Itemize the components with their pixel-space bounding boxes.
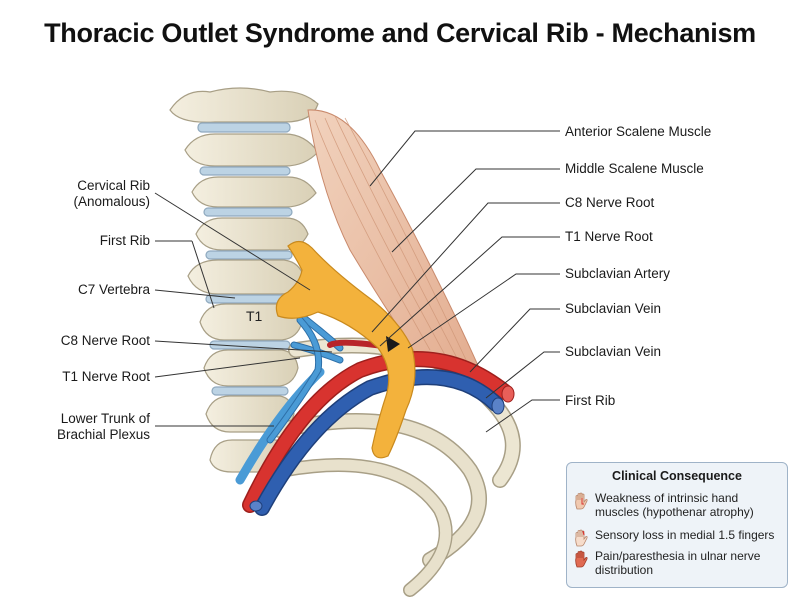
disc: [205, 250, 293, 260]
label-cervical-rib-line2: (Anomalous): [73, 194, 150, 209]
disc: [199, 166, 291, 176]
compression-arrow: [386, 336, 400, 352]
label-lower-trunk-line2: Brachial Plexus: [56, 427, 150, 442]
hand-icon: [575, 529, 588, 547]
consequence-text: Pain/paresthesia in ulnar nerve distribu…: [595, 549, 761, 577]
consequence-item: Weakness of intrinsic hand muscles (hypo…: [573, 491, 781, 519]
consequence-text: Weakness of intrinsic hand muscles (hypo…: [595, 491, 754, 519]
consequence-item: Pain/paresthesia in ulnar nerve distribu…: [573, 549, 781, 577]
vertebra: [203, 349, 299, 387]
label-first-rib-right: First Rib: [565, 393, 616, 408]
brachial-plexus: [266, 308, 385, 444]
label-subclavian-vein-1: Subclavian Vein: [565, 301, 662, 316]
label-subclavian-vein-2: Subclavian Vein: [565, 344, 662, 359]
c7-vertebra: [187, 259, 305, 295]
cervical-rib-shape: [275, 240, 416, 459]
vertebra-top: [169, 87, 319, 123]
vein-end: [491, 397, 505, 415]
label-c7-vertebra: C7 Vertebra: [77, 282, 150, 297]
label-anterior-scalene: Anterior Scalene Muscle: [565, 124, 712, 139]
clinical-consequence-box: Clinical Consequence Weakness of intrins…: [566, 462, 788, 588]
label-t1-nerve-root-left: T1 Nerve Root: [62, 369, 150, 384]
vertebra: [184, 133, 319, 167]
label-c8-nerve-root-left: C8 Nerve Root: [60, 333, 150, 348]
left-leader-lines: [154, 192, 333, 427]
hand-icon: [575, 492, 588, 510]
label-cervical-rib-line1: Cervical Rib: [77, 178, 150, 193]
vessel-end: [249, 500, 263, 512]
consequence-item: Sensory loss in medial 1.5 fingers: [573, 528, 781, 547]
label-middle-scalene: Middle Scalene Muscle: [565, 161, 704, 176]
label-t1-nerve-root-right: T1 Nerve Root: [565, 229, 653, 244]
clinical-consequence-title: Clinical Consequence: [612, 469, 742, 483]
disc: [197, 122, 291, 133]
disc: [203, 207, 293, 217]
page-title: Thoracic Outlet Syndrome and Cervical Ri…: [44, 18, 756, 48]
right-leader-lines: [369, 130, 560, 433]
label-lower-trunk: Lower Trunk of Brachial Plexus: [57, 411, 150, 443]
artery-end: [501, 385, 515, 403]
disc: [211, 386, 289, 396]
label-c8-nerve-root-right: C8 Nerve Root: [565, 195, 655, 210]
hand-icon: [575, 550, 588, 568]
label-first-rib-left: First Rib: [99, 233, 150, 248]
vertebra: [195, 217, 309, 251]
label-cervical-rib: Cervical Rib (Anomalous): [73, 178, 150, 210]
vertebra: [191, 176, 317, 208]
label-lower-trunk-line1: Lower Trunk of: [60, 411, 150, 426]
label-subclavian-artery: Subclavian Artery: [565, 266, 671, 281]
consequence-text: Sensory loss in medial 1.5 fingers: [595, 528, 775, 542]
t1-label: T1: [246, 308, 263, 324]
